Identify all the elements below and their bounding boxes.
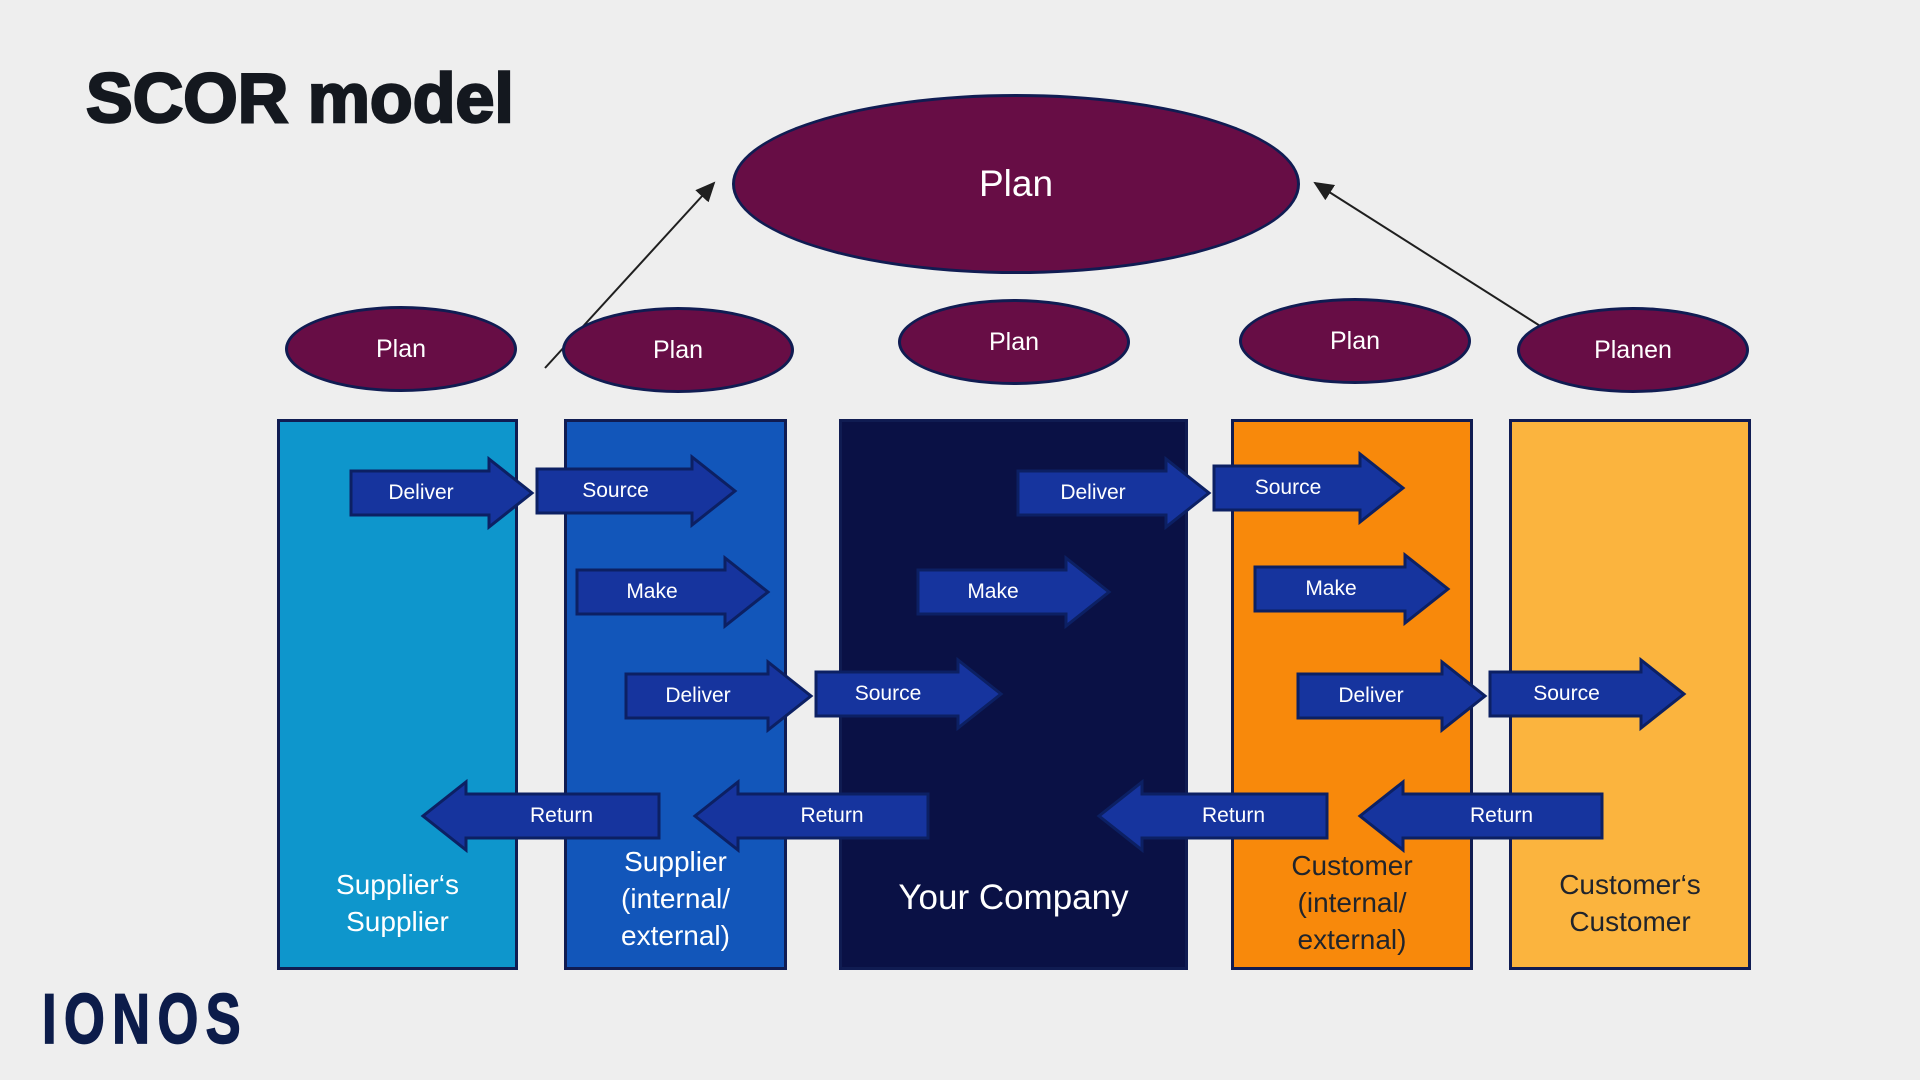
plan-hub-label: Plan: [978, 163, 1054, 204]
arrow-return-customer-to-company: Return: [1096, 778, 1329, 854]
plan-ellipse-label: Planen: [1594, 335, 1672, 364]
column-label: Supplier‘s Supplier: [336, 869, 459, 938]
column-label: Your Company: [898, 877, 1129, 917]
arrow-supplier-deliver-mid: Deliver: [624, 658, 814, 734]
arrow-label: Return: [529, 804, 594, 827]
arrow-customer-source-top: Source: [1212, 450, 1406, 526]
column-label: Supplier (internal/ external): [621, 846, 730, 952]
arrow-label: Make: [626, 580, 678, 603]
arrow-label: Make: [967, 580, 1019, 603]
arrow-supplier-source-top: Source: [535, 453, 738, 529]
arrow-customer-make: Make: [1253, 551, 1451, 627]
arrow-label: Return: [1469, 804, 1534, 827]
plan-ellipse-your-company: Plan: [898, 299, 1130, 385]
arrow-label: Deliver: [388, 481, 454, 504]
arrow-supplier-deliver-top: Deliver: [349, 455, 535, 531]
arrow-label: Make: [1305, 577, 1357, 600]
column-label: Customer (internal/ external): [1291, 850, 1413, 956]
page-title: SCOR model: [85, 58, 515, 139]
plan-ellipse-label: Plan: [375, 334, 427, 363]
arrow-label: Source: [582, 479, 649, 502]
plan-ellipse-label: Plan: [652, 335, 704, 364]
arrow-label: Deliver: [665, 684, 731, 707]
arrow-label: Return: [1201, 804, 1266, 827]
arrow-label: Source: [1254, 476, 1322, 499]
plan-hub-ellipse: Plan: [732, 94, 1300, 274]
arrow-company-deliver-top: Deliver: [1016, 455, 1212, 531]
plan-ellipse-supplier: Plan: [562, 307, 794, 393]
arrow-company-source-mid: Source: [814, 656, 1004, 732]
plan-ellipse-suppliers-supplier: Plan: [285, 306, 517, 392]
arrow-label: Return: [800, 804, 864, 827]
plan-ellipse-customers-customer: Planen: [1517, 307, 1749, 393]
column-label: Customer‘s Customer: [1559, 869, 1701, 938]
arrow-company-make: Make: [916, 554, 1112, 630]
arrow-supplier-make: Make: [575, 554, 771, 630]
ionos-logo: IONOS: [41, 978, 249, 1059]
arrow-return-company-to-supplier: Return: [692, 778, 930, 854]
arrow-label: Deliver: [1338, 684, 1404, 707]
arrow-label: Source: [1533, 682, 1600, 705]
arrow-customer-deliver-mid: Deliver: [1296, 658, 1488, 734]
plan-ellipse-customer: Plan: [1239, 298, 1471, 384]
arrow-label: Deliver: [1060, 481, 1126, 504]
arrow-label: Source: [854, 682, 922, 705]
plan-ellipse-label: Plan: [988, 327, 1040, 356]
arrow-customers-customer-source-mid: Source: [1488, 656, 1687, 732]
arrow-return-supplier-to-suppliers-supplier: Return: [420, 778, 661, 854]
plan-ellipse-label: Plan: [1329, 326, 1381, 355]
arrow-return-customers-customer-to-customer: Return: [1357, 778, 1604, 854]
